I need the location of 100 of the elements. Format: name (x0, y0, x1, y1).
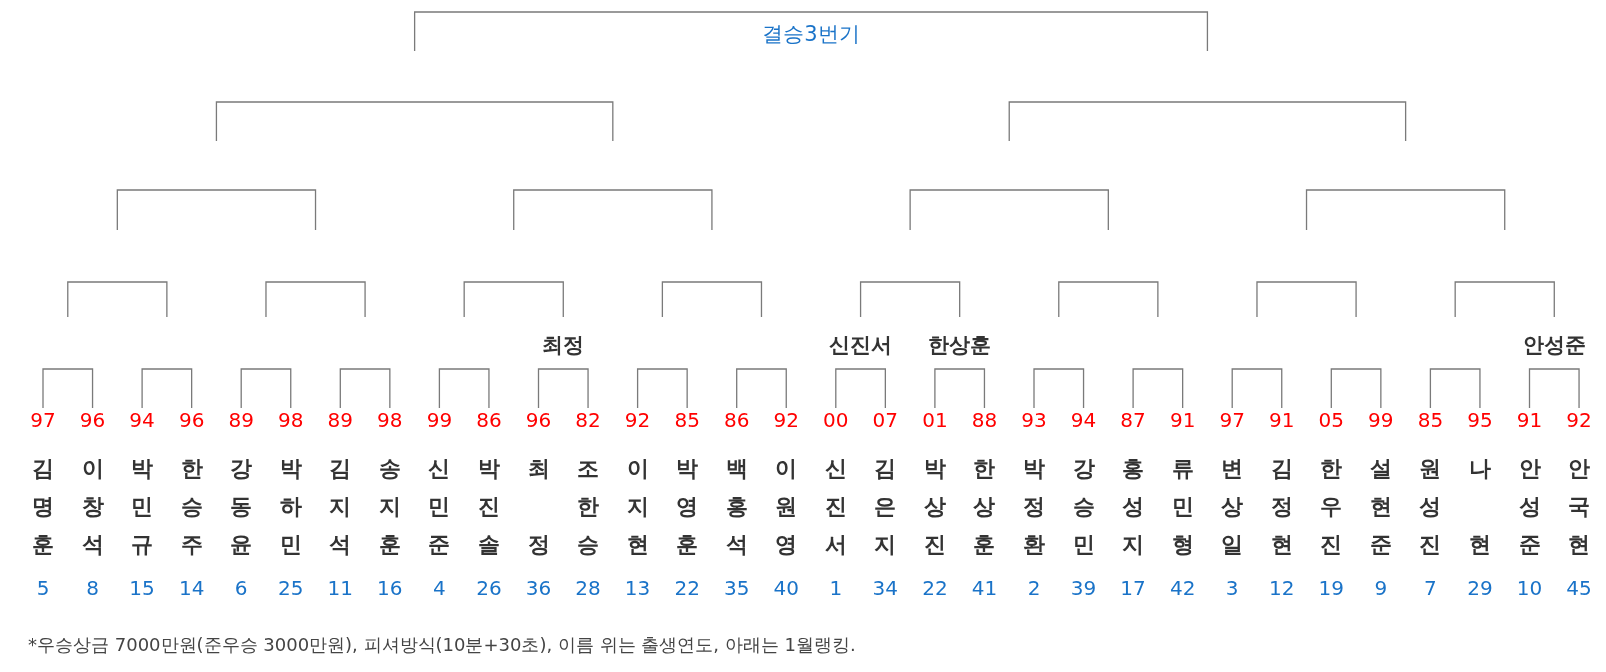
birth-year: 98 (278, 408, 304, 432)
player-name: 박상진 (923, 455, 946, 559)
bracket-line (1033, 368, 1085, 409)
birth-year: 88 (971, 408, 998, 432)
birth-year: 99 (1368, 408, 1394, 432)
ranking-number: 35 (723, 576, 750, 600)
ranking-number: 19 (1318, 576, 1344, 600)
birth-year: 86 (723, 408, 750, 432)
ranking-number: 25 (278, 576, 304, 600)
ranking-number: 22 (922, 576, 948, 600)
winner-name: 최정 (542, 332, 585, 359)
birth-year: 87 (1120, 408, 1146, 432)
birth-year: 82 (575, 408, 601, 432)
bracket-line (1330, 368, 1382, 409)
birth-year: 92 (1566, 408, 1592, 432)
ranking-number: 9 (1374, 576, 1388, 600)
bracket-line (1231, 368, 1283, 409)
birth-year: 92 (773, 408, 799, 432)
ranking-number: 7 (1424, 576, 1437, 600)
ranking-number: 10 (1516, 576, 1543, 600)
player-name: 김은지 (874, 455, 897, 559)
player-name: 백홍석 (725, 455, 748, 559)
ranking-number: 13 (624, 576, 651, 600)
bracket-line (240, 368, 292, 409)
ranking-number: 4 (433, 576, 446, 600)
player-name: 박영훈 (676, 455, 699, 559)
ranking-number: 1 (829, 576, 843, 600)
bracket-line (339, 368, 391, 409)
ranking-number: 36 (525, 576, 552, 600)
player-name: 류민형 (1171, 455, 1194, 559)
ranking-number: 12 (1269, 576, 1295, 600)
winner-name: 한상훈 (928, 332, 992, 359)
bracket-line (835, 368, 886, 409)
birth-year: 96 (525, 408, 552, 432)
birth-year: 97 (30, 408, 56, 432)
player-name: 설현준 (1369, 455, 1392, 559)
player-name: 박민규 (131, 455, 154, 559)
player-name: 김지석 (329, 455, 352, 559)
ranking-number: 8 (86, 576, 99, 600)
ranking-number: 15 (129, 576, 155, 600)
ranking-number: 22 (674, 576, 700, 600)
birth-year: 85 (1417, 408, 1444, 432)
player-name: 박진솔 (477, 455, 500, 559)
birth-year: 94 (129, 408, 155, 432)
player-name: 나 현 (1468, 455, 1491, 559)
bracket-line (636, 368, 688, 409)
birth-year: 01 (922, 408, 948, 432)
player-name: 강동윤 (230, 455, 253, 559)
bracket-line (1132, 368, 1184, 409)
ranking-number: 26 (476, 576, 502, 600)
birth-year: 85 (674, 408, 700, 432)
birth-year: 91 (1516, 408, 1543, 432)
player-name: 조한승 (577, 455, 600, 559)
bracket-title: 결승3번기 (762, 21, 860, 48)
birth-year: 89 (327, 408, 353, 432)
birth-year: 95 (1467, 408, 1493, 432)
player-name: 신진서 (824, 455, 847, 559)
ranking-number: 6 (234, 576, 248, 600)
footnote: *우승상금 7000만원(준우승 3000만원), 피셔방식(10분+30초), 이름 위는 출생연도, 아래는 1월랭킹. (28, 633, 856, 657)
bracket-line (934, 368, 986, 409)
player-name: 한승주 (180, 455, 203, 559)
ranking-number: 41 (971, 576, 998, 600)
birth-year: 91 (1169, 408, 1196, 432)
ranking-number: 45 (1566, 576, 1592, 600)
ranking-number: 11 (327, 576, 353, 600)
player-name: 강승민 (1072, 455, 1095, 559)
player-name: 한우진 (1320, 455, 1343, 559)
birth-year: 91 (1269, 408, 1295, 432)
player-name: 이창석 (81, 455, 104, 559)
player-name: 안국현 (1568, 455, 1591, 559)
ranking-number: 2 (1027, 576, 1041, 600)
bracket-line (736, 368, 787, 409)
player-name: 원성진 (1419, 455, 1442, 559)
ranking-number: 17 (1120, 576, 1146, 600)
bracket-line (537, 368, 589, 409)
birth-year: 97 (1219, 408, 1245, 432)
ranking-number: 5 (36, 576, 50, 600)
birth-year: 89 (228, 408, 254, 432)
player-name: 신민준 (428, 455, 451, 559)
ranking-number: 34 (872, 576, 899, 600)
birth-year: 05 (1318, 408, 1344, 432)
bracket-line (141, 368, 193, 409)
player-name: 이원영 (775, 455, 798, 559)
bracket-line (1528, 368, 1580, 409)
ranking-number: 29 (1467, 576, 1493, 600)
bracket-line (42, 368, 94, 409)
bracket-line (438, 368, 490, 409)
birth-year: 00 (823, 408, 849, 432)
bracket-line (1429, 368, 1481, 409)
birth-year: 96 (178, 408, 205, 432)
birth-year: 94 (1070, 408, 1097, 432)
winner-name: 안성준 (1522, 332, 1586, 359)
ranking-number: 3 (1225, 576, 1239, 600)
player-name: 김명훈 (32, 455, 54, 559)
ranking-number: 42 (1169, 576, 1196, 600)
ranking-number: 40 (773, 576, 799, 600)
player-name: 박하민 (279, 455, 302, 559)
birth-year: 99 (426, 408, 453, 432)
player-name: 안성준 (1518, 455, 1541, 559)
ranking-number: 39 (1070, 576, 1097, 600)
